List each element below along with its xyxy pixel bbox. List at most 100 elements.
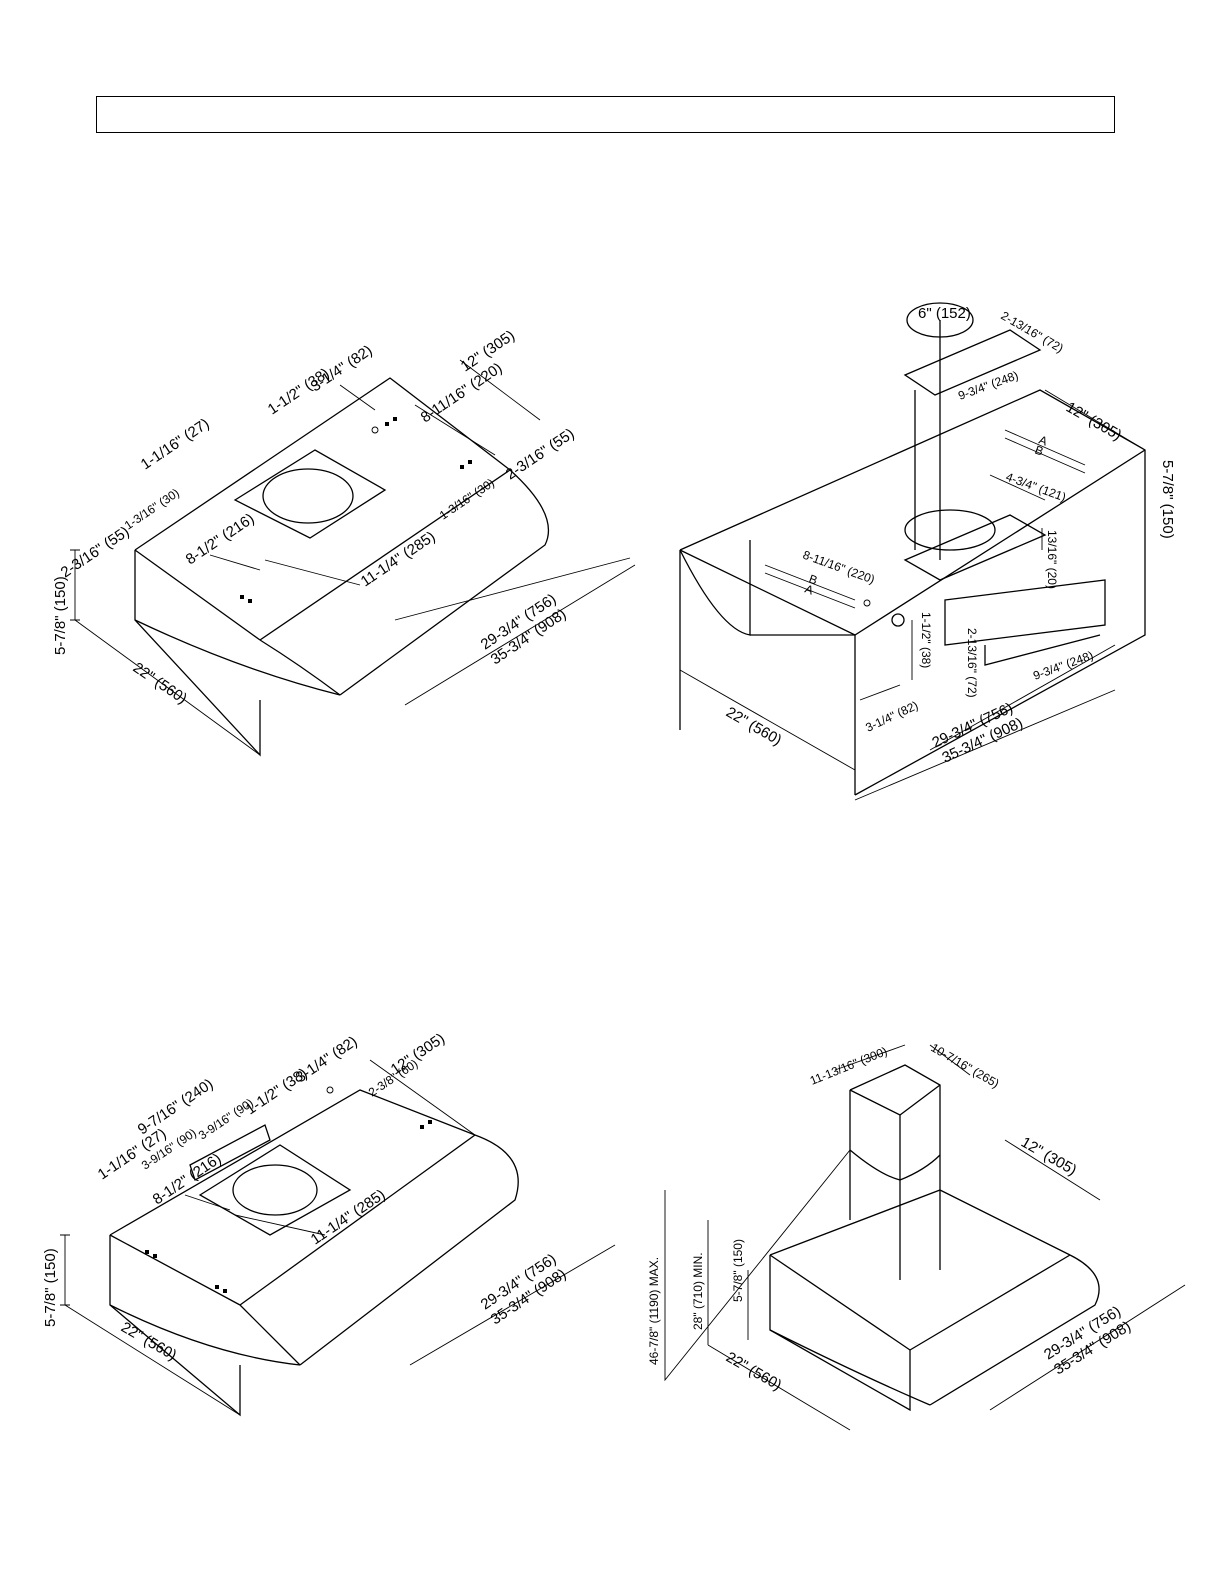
hood-top-outline	[769, 1189, 1071, 1256]
duct-plate	[233, 449, 387, 539]
damper-plate-top	[903, 329, 1042, 396]
duct-opening	[904, 509, 996, 551]
chimney-edges	[849, 1090, 901, 1280]
dim-line-3-1-4	[859, 684, 901, 701]
marker-dot	[240, 595, 244, 599]
dim-5-7-8: 5-7/8" (150)	[52, 576, 69, 655]
dim-line-22	[64, 1304, 241, 1416]
dim-line-height	[60, 1234, 70, 1306]
dim-3-1-4: 3-1/4" (82)	[863, 698, 920, 734]
dim-line-46	[664, 1149, 851, 1382]
dim-22: 22" (560)	[130, 659, 190, 707]
dim-12: 12" (305)	[1018, 1134, 1080, 1179]
dim-line-8-1-2	[184, 1194, 231, 1211]
dim-4-3-4: 4-3/4" (121)	[1004, 470, 1068, 505]
dim-11-13-16: 11-13/16" (300)	[808, 1044, 889, 1088]
dim-1-3-16-right: 1-3/16" (30)	[437, 476, 497, 523]
marker-dot	[460, 465, 464, 469]
dim-12: 12" (305)	[1063, 399, 1125, 444]
marker-dot	[468, 460, 472, 464]
mount-hole	[326, 1086, 334, 1094]
dim-line-29	[929, 644, 1116, 751]
dim-5-7-8: 5-7/8" (150)	[42, 1248, 59, 1327]
hood-left-side	[769, 1255, 911, 1412]
hood-front-curve	[239, 1304, 301, 1366]
dim-line-10-7-16	[929, 1044, 971, 1076]
duct-lines	[914, 320, 941, 560]
dim-line-22	[707, 1344, 851, 1431]
chimney-top	[849, 1084, 941, 1116]
hood-left-side	[134, 550, 261, 757]
dim-line-8-1-2	[209, 554, 261, 571]
marker-dot	[145, 1250, 149, 1254]
dim-line-29	[394, 557, 631, 621]
mark-b-top: B	[1033, 443, 1045, 459]
dim-line-12	[1044, 389, 1146, 451]
dim-line-8-11-16	[414, 404, 496, 456]
dim-line-35	[854, 689, 1116, 801]
figure-top-left: 3-1/4" (82) 1-1/2" (38) 12" (305) 8-11/1…	[40, 320, 660, 780]
dim-11-1-4: 11-1/4" (285)	[358, 528, 439, 590]
hood-bottom-curve	[109, 1304, 301, 1366]
marker-dot	[248, 599, 252, 603]
dim-3-9-16-b: 3-9/16" (90)	[196, 1096, 256, 1143]
dim-line-35	[989, 1284, 1186, 1411]
dim-2-3-16-right: 2-3/16" (55)	[503, 425, 578, 483]
dim-11-1-4: 11-1/4" (285)	[308, 1186, 389, 1248]
dim-2-13-16-top: 2-13/16" (72)	[999, 308, 1066, 355]
hood-front-edge	[769, 1254, 911, 1351]
dim-line-11-1-4	[234, 1214, 326, 1236]
marker-dot	[420, 1125, 424, 1129]
duct-circle	[232, 1164, 318, 1216]
duct-plate	[198, 1144, 352, 1236]
mount-hole	[371, 426, 379, 434]
hood-front-edge	[134, 549, 261, 641]
title-box	[96, 96, 1115, 133]
dim-5-7-8: 5-7/8" (150)	[731, 1239, 745, 1302]
hood-right-curve	[929, 1254, 1100, 1406]
marker-dot	[393, 417, 397, 421]
mount-bracket	[189, 1124, 271, 1181]
dim-2-3-16-left: 2-3/16" (55)	[58, 523, 133, 581]
side-cutout	[944, 579, 1106, 646]
dim-6: 6" (152)	[918, 305, 971, 322]
marker-dot	[215, 1285, 219, 1289]
hood-front-edge	[109, 1234, 241, 1306]
dim-1-1-2: 1-1/2" (38)	[919, 612, 933, 668]
dim-13-16: 13/16" (20)	[1045, 530, 1059, 589]
marker-dot	[153, 1254, 157, 1258]
hood-top-outline	[109, 1089, 476, 1236]
chimney-joint	[849, 1149, 941, 1181]
side-cutout-lower	[984, 634, 1101, 666]
hood-left-cap	[679, 540, 751, 636]
hood-bottom-curve	[769, 1329, 931, 1406]
dim-9-3-4-bottom: 9-3/4" (248)	[1031, 648, 1095, 683]
hood-diagram-bottom-left: 3-1/4" (82) 1-1/2" (38) 12" (305) 2-3/8"…	[42, 1030, 616, 1417]
dim-5-7-8: 5-7/8" (150)	[1159, 460, 1176, 539]
marker-dot	[428, 1120, 432, 1124]
dim-line-22	[679, 669, 856, 771]
figure-bottom-left: 3-1/4" (82) 1-1/2" (38) 12" (305) 2-3/8"…	[40, 1030, 660, 1425]
marker-dot	[223, 1289, 227, 1293]
dim-line-11-13-16	[834, 1044, 906, 1071]
damper-plate-bottom	[903, 514, 1047, 581]
dim-1-1-2: 1-1/2" (38)	[243, 1065, 311, 1118]
figure-bottom-right: 11-13/16" (300) 10-7/16" (265) 12" (305)…	[640, 1030, 1195, 1431]
dim-2-13-16-bottom: 2-13/16" (72)	[965, 628, 979, 698]
hood-top-ridge	[239, 1134, 476, 1306]
figure-top-right: 6" (152) 2-13/16" (72) 9-3/4" (248) 12" …	[660, 290, 1190, 810]
marker-dot	[385, 422, 389, 426]
dim-28-min: 28" (710) MIN.	[691, 1252, 705, 1330]
dim-1-3-16-left: 1-3/16" (30)	[122, 486, 182, 533]
dim-line-12	[369, 1059, 476, 1136]
dim-9-3-4-top: 9-3/4" (248)	[956, 368, 1020, 403]
dim-22: 22" (560)	[723, 1349, 785, 1394]
duct-circle	[262, 468, 354, 524]
hood-right-curve	[339, 469, 550, 696]
dim-line-35	[404, 564, 636, 706]
hood-top-ridge	[259, 469, 511, 641]
mount-hole-small	[863, 599, 871, 607]
dim-line-35	[409, 1244, 616, 1366]
slot-marks-top	[1004, 429, 1086, 474]
slot-marks-bottom	[764, 564, 856, 609]
